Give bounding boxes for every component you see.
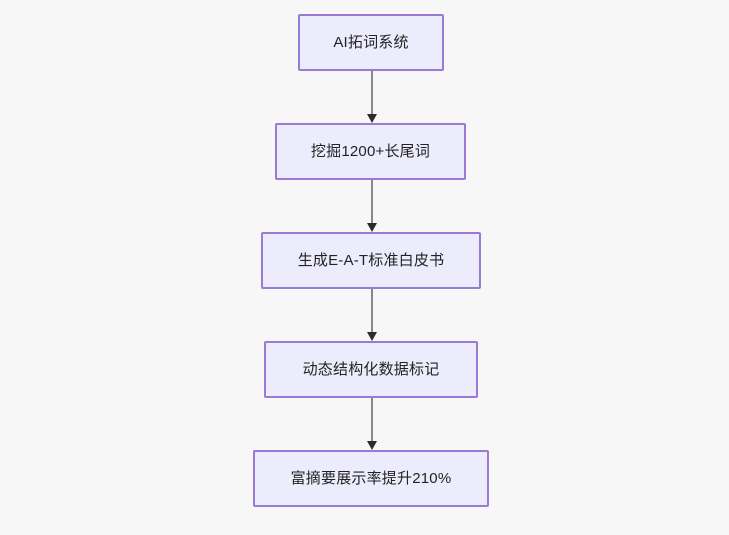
edge-line [371, 398, 373, 441]
flow-node-ai-keyword-system[interactable]: AI拓词系统 [298, 14, 444, 71]
flow-node-rich-snippet-rate-increase[interactable]: 富摘要展示率提升210% [253, 450, 489, 507]
flow-node-label: AI拓词系统 [333, 33, 409, 51]
flow-node-label: 动态结构化数据标记 [302, 360, 440, 378]
edge-line [371, 289, 373, 332]
flow-node-dynamic-structured-data-markup[interactable]: 动态结构化数据标记 [264, 341, 478, 398]
flow-node-label: 生成E-A-T标准白皮书 [297, 251, 445, 269]
arrowhead-icon [366, 441, 377, 450]
arrowhead-icon [366, 114, 377, 123]
flow-node-label: 挖掘1200+长尾词 [310, 142, 431, 160]
edge-line [371, 71, 373, 114]
edge-line [371, 180, 373, 223]
arrowhead-icon [366, 332, 377, 341]
flow-node-generate-eat-whitepaper[interactable]: 生成E-A-T标准白皮书 [261, 232, 481, 289]
flow-node-mine-longtail-keywords[interactable]: 挖掘1200+长尾词 [275, 123, 466, 180]
flow-node-label: 富摘要展示率提升210% [290, 469, 452, 487]
arrowhead-icon [366, 223, 377, 232]
